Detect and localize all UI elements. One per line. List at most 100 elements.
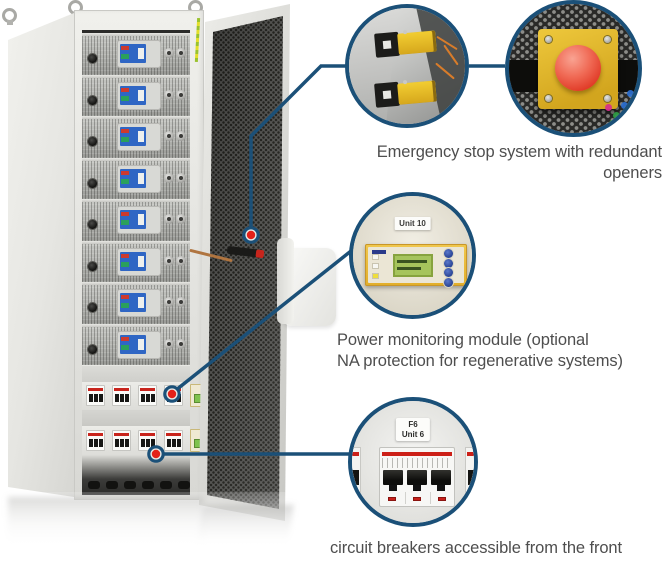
breaker-toggle — [352, 470, 359, 485]
connector-yellow-body — [397, 30, 437, 55]
psu-power-switch — [89, 333, 95, 340]
psu-power-knob — [87, 219, 98, 230]
breaker-toggle — [146, 438, 150, 447]
psu-screen — [120, 251, 146, 271]
sticker-dot — [621, 118, 628, 125]
psu-power-knob — [87, 343, 98, 355]
breaker-toggle — [167, 438, 171, 447]
breaker-toggle — [431, 470, 451, 491]
breaker-row — [82, 426, 217, 455]
screen-green-field — [121, 95, 129, 101]
psu-adjust-knob — [164, 89, 174, 100]
cable-gland — [178, 481, 190, 490]
caption-line: Power monitoring module (optional — [337, 331, 589, 349]
psu-power-knob — [87, 136, 98, 147]
blank-panel — [82, 410, 190, 427]
psu-rack-rail — [82, 33, 190, 36]
circuit-breaker-group — [86, 385, 105, 407]
breaker-toggle — [407, 470, 427, 491]
screen-red-field — [121, 253, 129, 258]
module-lcd — [393, 254, 433, 277]
circuit-breaker-group — [164, 385, 183, 407]
breaker-red-stripe — [140, 432, 155, 436]
breaker-toggle — [125, 438, 129, 447]
psu-screen — [120, 168, 146, 188]
psu-display-panel — [118, 82, 160, 109]
breaker-red-stripe — [88, 432, 103, 436]
psu-power-switch — [89, 250, 95, 257]
caption-line: Emergency stop system with redundant — [376, 143, 662, 161]
screen-green-field — [121, 54, 129, 59]
breaker-toggle — [151, 394, 155, 403]
rack-units — [82, 30, 190, 365]
psu-rack-rail — [82, 199, 190, 202]
psu-screen — [120, 334, 146, 354]
psu-display-panel — [118, 124, 160, 150]
cable-gland — [106, 481, 118, 490]
callout-circle-breaker: F6 Unit 6 — [348, 397, 478, 527]
connector-socket — [374, 31, 401, 58]
psu-display-panel — [118, 248, 160, 275]
psu-power-switch — [89, 125, 95, 132]
breaker-toggle — [177, 438, 181, 447]
screen-white-field — [138, 214, 144, 225]
breaker-toggle — [468, 470, 474, 485]
screen-green-field — [121, 178, 129, 184]
blank-panel — [82, 365, 190, 382]
breaker-red-stripe — [88, 388, 103, 392]
caption-line: circuit breakers accessible from the fro… — [330, 539, 622, 557]
sticker-dot — [605, 104, 612, 111]
screen-green-field — [121, 137, 129, 142]
psu-adjust-knob — [176, 297, 186, 307]
psu-rack-unit — [82, 323, 190, 365]
unit-label: Unit 10 — [394, 217, 431, 230]
screen-green-field — [121, 344, 129, 350]
breaker-indicator-window — [413, 497, 421, 501]
connector-label — [382, 40, 392, 50]
screw-icon — [545, 36, 552, 43]
psu-screen — [120, 44, 146, 63]
breaker-toggle — [120, 438, 124, 447]
module-button — [444, 249, 453, 258]
breaker-circuit-id: F6 — [408, 420, 418, 429]
cable-gland — [160, 481, 172, 490]
psu-power-knob — [87, 94, 98, 106]
safety-switch-connector — [374, 27, 440, 58]
breaker-toggles — [383, 470, 451, 491]
psu-screen — [120, 210, 146, 229]
psu-adjust-knob — [176, 131, 186, 141]
module-button — [444, 277, 453, 287]
door-edge — [277, 238, 294, 324]
adjacent-breaker-partial — [352, 447, 361, 507]
reflection-fade — [0, 492, 668, 566]
screen-white-field — [138, 48, 144, 59]
screw-icon — [545, 95, 552, 102]
sticker-dot — [627, 90, 634, 97]
screen-white-field — [138, 172, 144, 184]
module-face — [368, 247, 464, 287]
cable-gland-panel — [82, 454, 190, 496]
screen-red-field — [121, 295, 129, 299]
lcd-text-line — [397, 260, 427, 263]
callout-circle-estop-connectors — [345, 4, 469, 128]
callout-circle-estop-button — [505, 0, 642, 137]
breaker-toggle — [383, 470, 403, 491]
psu-display-panel — [118, 165, 160, 192]
psu-adjust-knob — [176, 89, 186, 100]
breaker-unit-id: Unit 6 — [401, 429, 425, 439]
psu-power-knob — [87, 177, 98, 189]
breaker-red-stripe — [114, 388, 129, 392]
screw-icon — [604, 95, 611, 102]
psu-screen — [120, 293, 146, 312]
breaker-red-stripe — [166, 432, 181, 436]
psu-adjust-knob — [164, 48, 174, 58]
caption-line: NA protection for regenerative systems) — [337, 352, 623, 370]
psu-rack-rail — [82, 74, 190, 78]
screen-green-field — [121, 303, 129, 308]
breaker-separator — [430, 492, 431, 504]
rack-cavity — [82, 30, 217, 496]
breaker-separator — [405, 492, 406, 504]
breaker-red-stripe — [114, 432, 129, 436]
psu-display-panel — [118, 41, 160, 67]
psu-adjust-knob — [164, 338, 174, 349]
